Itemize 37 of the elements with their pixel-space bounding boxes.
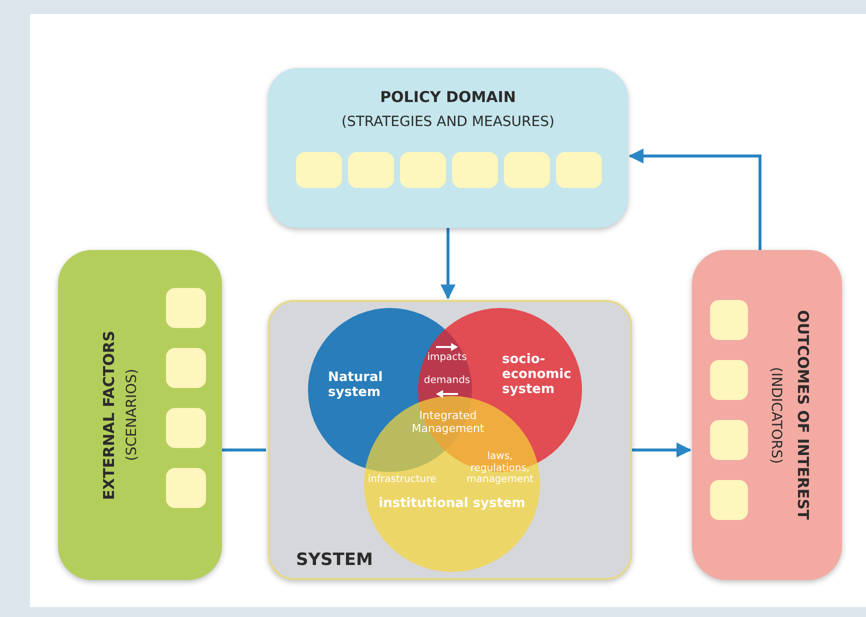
placeholder-box	[166, 348, 206, 388]
policy-panel	[268, 68, 628, 228]
circle-label: Natural system	[328, 370, 384, 400]
panel-subtitle: (STRATEGIES AND MEASURES)	[340, 114, 556, 130]
placeholder-box	[556, 152, 602, 188]
region-label: demands	[422, 375, 472, 386]
circle-label: institutional system	[378, 496, 526, 511]
placeholder-box	[710, 480, 748, 520]
placeholder-box	[400, 152, 446, 188]
placeholder-box	[710, 420, 748, 460]
outcomes-panel	[692, 250, 842, 580]
arrow	[632, 442, 692, 458]
arrow	[440, 228, 456, 300]
panel-title: POLICY DOMAIN	[379, 88, 517, 106]
panel-subtitle: (INDICATORS)	[768, 366, 784, 466]
panel-subtitle: (SCENARIOS)	[124, 368, 140, 464]
placeholder-box	[296, 152, 342, 188]
connector-line	[222, 448, 266, 452]
placeholder-box	[166, 468, 206, 508]
placeholder-box	[452, 152, 498, 188]
panel-title: EXTERNAL FACTORS	[100, 329, 118, 502]
placeholder-box	[710, 360, 748, 400]
system-panel	[268, 300, 632, 580]
placeholder-box	[166, 288, 206, 328]
placeholder-box	[504, 152, 550, 188]
system-title: SYSTEM	[296, 550, 373, 570]
panel-title: OUTCOMES OF INTEREST	[794, 309, 812, 522]
placeholder-box	[348, 152, 394, 188]
circle-label: socio-economic system	[502, 352, 572, 397]
placeholder-box	[166, 408, 206, 448]
region-label: impacts	[426, 352, 468, 364]
region-label: infrastructure	[366, 474, 438, 486]
placeholder-box	[710, 300, 748, 340]
region-label: Integrated Management	[410, 410, 486, 436]
arrow	[628, 148, 762, 250]
region-label: laws, regulations, management	[466, 451, 534, 486]
factors-panel	[58, 250, 222, 580]
